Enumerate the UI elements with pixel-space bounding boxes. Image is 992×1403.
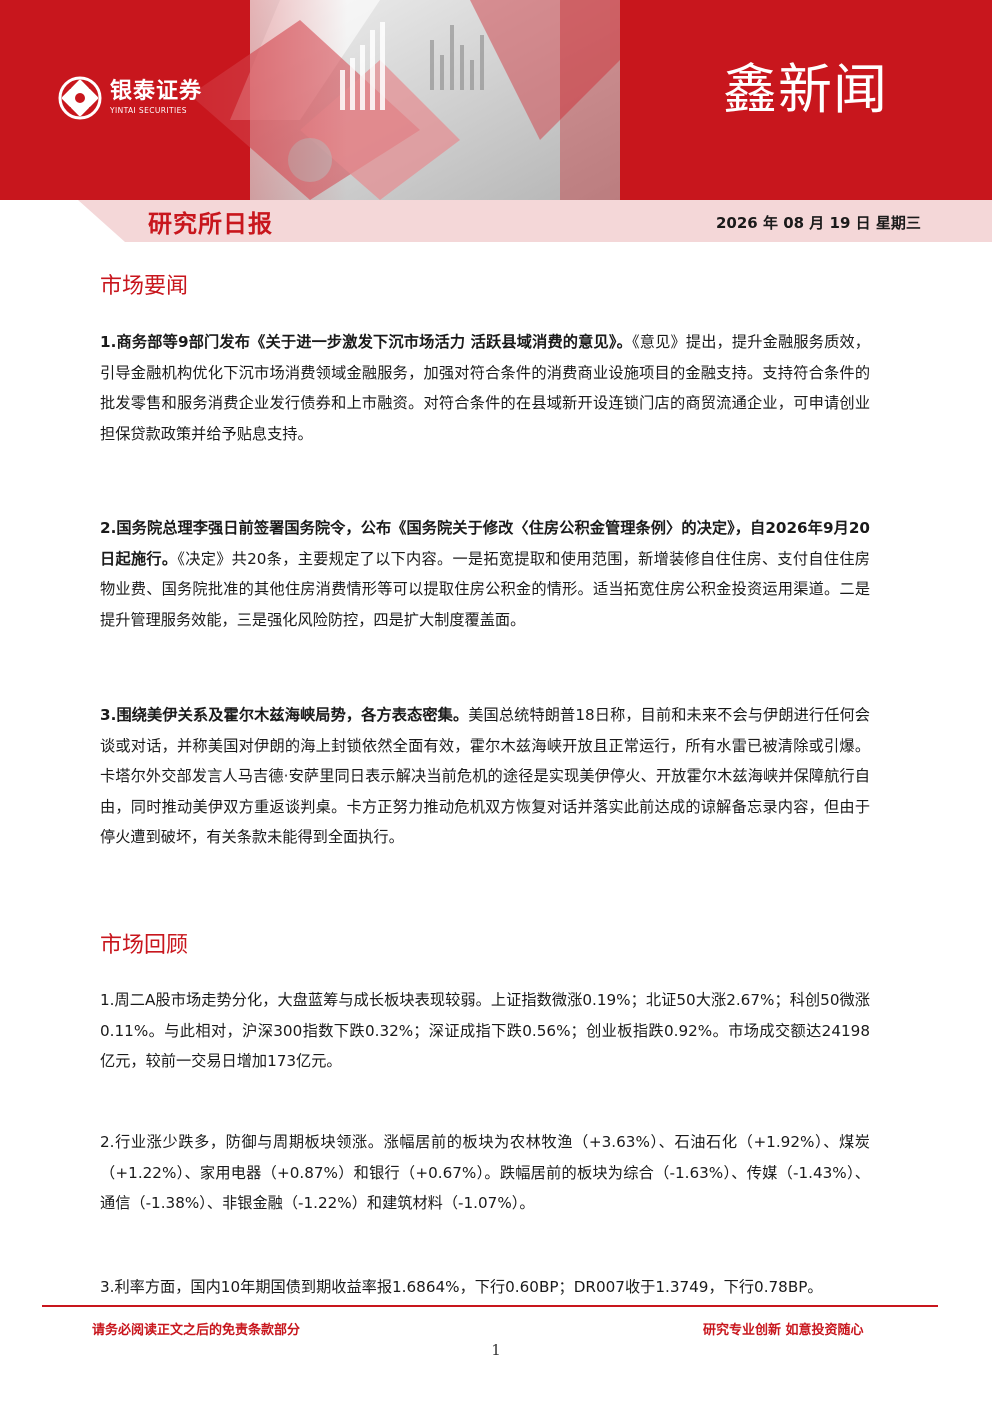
review-item: 1.周二A股市场走势分化，大盘蓝筹与成长板块表现较弱。上证指数微涨0.19%；北… (100, 985, 870, 1077)
review-item-body: 3.利率方面，国内10年期国债到期收益率报1.6864%，下行0.60BP；DR… (100, 1278, 823, 1296)
footer-divider (42, 1305, 938, 1307)
review-item: 3.利率方面，国内10年期国债到期收益率报1.6864%，下行0.60BP；DR… (100, 1272, 870, 1303)
review-item-body: 2.行业涨少跌多，防御与周期板块领涨。涨幅居前的板块为农林牧渔（+3.63%）、… (100, 1133, 870, 1212)
report-title: 研究所日报 (148, 210, 273, 238)
report-subbar (0, 200, 992, 242)
page-number: 1 (491, 1341, 501, 1359)
news-item: 2.国务院总理李强日前签署国务院令，公布《国务院关于修改〈住房公积金管理条例〉的… (100, 513, 870, 635)
news-item-lead: 2.国务院总理李强日前签署国务院令，公布《国务院关于修改〈住房公积金管理条例〉的… (100, 519, 870, 568)
news-item-body: 美国总统特朗普18日称，目前和未来不会与伊朗进行任何会谈或对话，并称美国对伊朗的… (100, 706, 870, 846)
company-name-en: YINTAI SECURITIES (110, 106, 187, 115)
section-title-market-news: 市场要闻 (100, 274, 189, 299)
report-date: 2026 年 08 月 19 日 星期三 (716, 214, 921, 232)
news-item: 1.商务部等9部门发布《关于进一步激发下沉市场活力 活跃县域消费的意见》。《意见… (100, 327, 870, 449)
news-item-body: 《意见》提出，提升金融服务质效，引导金融机构优化下沉市场消费领域金融服务，加强对… (100, 333, 870, 443)
company-name-cn: 银泰证券 (110, 79, 203, 104)
yintai-logo-icon (58, 76, 102, 120)
news-item-lead: 3.围绕美伊关系及霍尔木兹海峡局势，各方表态密集。 (100, 706, 469, 724)
footer-disclaimer: 请务必阅读正文之后的免责条款部分 (92, 1323, 301, 1338)
footer-slogan: 研究专业创新 如意投资随心 (703, 1323, 864, 1338)
banner-decorative-image (0, 0, 992, 200)
review-item-body: 1.周二A股市场走势分化，大盘蓝筹与成长板块表现较弱。上证指数微涨0.19%；北… (100, 991, 870, 1070)
company-logo: 银泰证券 YINTAI SECURITIES (58, 76, 202, 120)
news-item-lead: 1.商务部等9部门发布《关于进一步激发下沉市场活力 活跃县域消费的意见》。 (100, 333, 632, 351)
brand-title: 鑫新闻 (723, 58, 888, 121)
section-title-market-review: 市场回顾 (100, 933, 189, 958)
news-item-body: 《决定》共20条，主要规定了以下内容。一是拓宽提取和使用范围，新增装修自住住房、… (100, 549, 870, 629)
header-banner: 银泰证券 YINTAI SECURITIES 鑫新闻 (0, 0, 992, 200)
review-item: 2.行业涨少跌多，防御与周期板块领涨。涨幅居前的板块为农林牧渔（+3.63%）、… (100, 1127, 870, 1219)
news-item: 3.围绕美伊关系及霍尔木兹海峡局势，各方表态密集。美国总统特朗普18日称，目前和… (100, 700, 870, 853)
